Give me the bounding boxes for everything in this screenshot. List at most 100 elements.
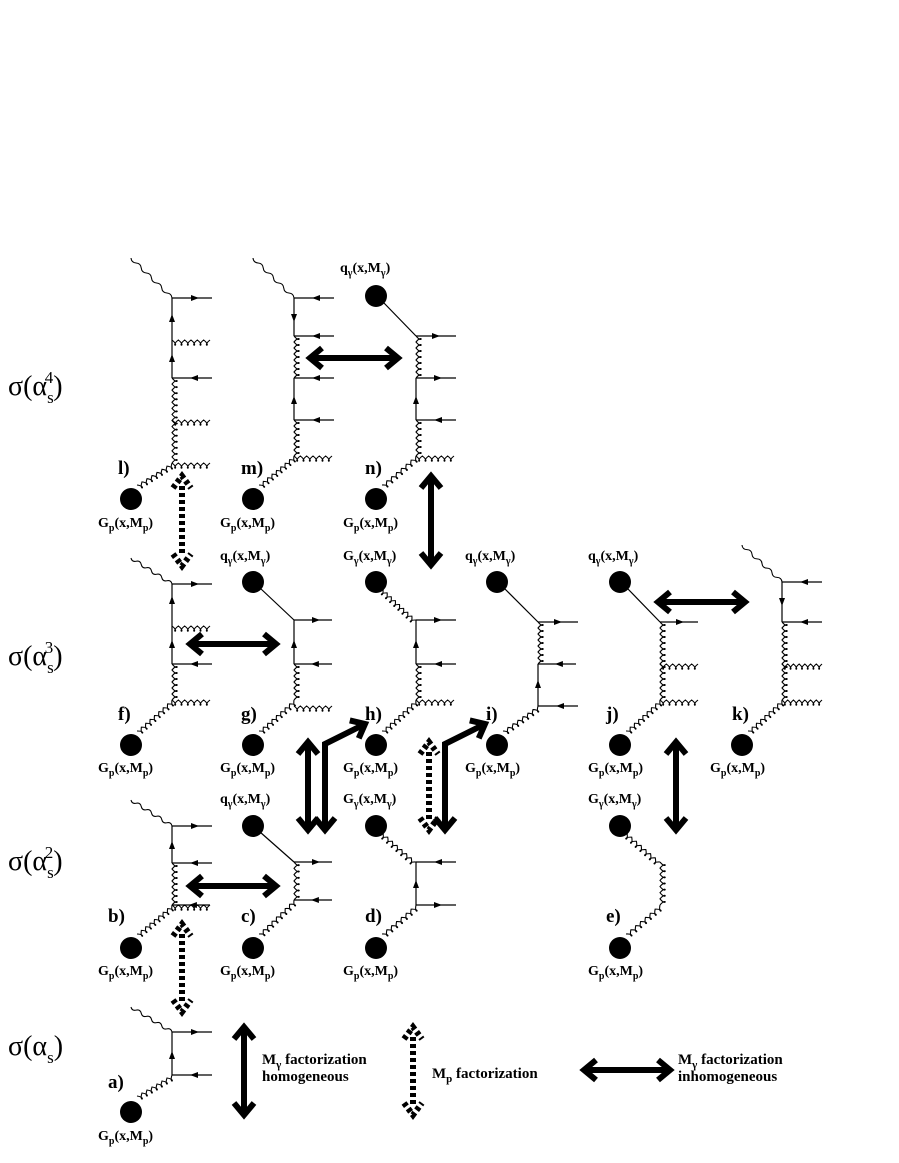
diagram-label: a)	[108, 1072, 124, 1093]
pdf-label: Gp(x,Mp)	[98, 1129, 153, 1147]
diagram-label: h)	[365, 704, 382, 725]
arrow-head	[312, 816, 338, 835]
fermion-arrow	[190, 375, 198, 381]
gluon-line	[293, 455, 333, 462]
fermion-arrow	[191, 823, 199, 829]
pdf-label: Gp(x,Mp)	[98, 964, 153, 982]
order-label: σ(αs4)	[8, 368, 63, 407]
pdf-blob	[365, 285, 387, 307]
fermion-arrow	[190, 860, 198, 866]
diagram-label: l)	[118, 458, 130, 479]
pdf-label: qγ(x,Mγ)	[588, 549, 639, 567]
gluon-line	[293, 335, 300, 379]
fermion-arrow	[291, 640, 297, 648]
pdf-blob	[120, 488, 142, 510]
fermion-arrow	[310, 661, 319, 667]
fermion-arrow	[312, 417, 320, 423]
diagram-label: m)	[241, 458, 263, 479]
pdf-blob	[365, 815, 387, 837]
arrow-head	[185, 873, 204, 899]
arrow-head	[231, 1022, 257, 1041]
pdf-label: Gγ(x,Mγ)	[343, 792, 397, 810]
fermion-arrow	[190, 1072, 198, 1078]
feynman-diagrams: Gp(x,Mp)a)Gp(x,Mp)b)Gp(x,Mp)c)qγ(x,Mγ)Gp…	[98, 257, 823, 1147]
pdf-label: qγ(x,Mγ)	[220, 792, 271, 810]
arrow-head	[417, 737, 441, 756]
pdf-label: Gp(x,Mp)	[343, 516, 398, 534]
bent-arrow-shaft	[442, 721, 487, 830]
gluon-line	[171, 625, 211, 632]
fermion-arrow	[169, 596, 175, 604]
gluon-line	[171, 904, 211, 911]
pdf-blob	[731, 734, 753, 756]
fermion-arrow	[556, 703, 564, 709]
gluon-line	[171, 339, 211, 346]
gluon-line	[415, 699, 455, 706]
legend-mp: Mp factorization	[432, 1066, 538, 1085]
fermion-arrow	[191, 581, 199, 587]
diagram-label: e)	[606, 906, 621, 927]
fermion-arrow	[413, 640, 419, 648]
pdf-blob	[609, 815, 631, 837]
legend-homogeneous-line2: homogeneous	[262, 1069, 349, 1085]
pdf-label: Gp(x,Mp)	[220, 964, 275, 982]
pdf-blob	[486, 734, 508, 756]
pdf-label: Gp(x,Mp)	[98, 516, 153, 534]
arrow-head	[653, 589, 672, 615]
gluon-line	[381, 699, 419, 734]
fermion-line	[259, 831, 295, 863]
arrow-head	[656, 1057, 675, 1083]
gluon-line	[381, 455, 418, 488]
arrow-head	[417, 816, 441, 835]
gluon-line	[293, 705, 333, 712]
arrow-head	[170, 471, 194, 490]
gluon-line	[136, 1074, 173, 1100]
pdf-label: Gp(x,Mp)	[343, 761, 398, 779]
fermion-arrow	[434, 661, 442, 667]
pdf-blob	[242, 488, 264, 510]
photon-line	[130, 1006, 173, 1033]
arrow-head	[663, 816, 689, 835]
gluon-line	[171, 419, 211, 426]
gluon-line	[136, 462, 173, 489]
bent-arrow-shaft	[322, 721, 367, 830]
photon-line	[130, 257, 173, 299]
pdf-label: Gp(x,Mp)	[588, 761, 643, 779]
gluon-line	[171, 699, 211, 706]
factorization-arrows	[170, 345, 750, 1120]
pdf-label: Gp(x,Mp)	[343, 964, 398, 982]
gluon-line	[625, 832, 661, 865]
pdf-label: qγ(x,Mγ)	[220, 549, 271, 567]
pdf-blob	[242, 815, 264, 837]
gluon-line	[659, 663, 699, 670]
gluon-line	[381, 832, 417, 865]
diagram-label: k)	[732, 704, 749, 725]
fermion-line	[382, 301, 417, 337]
fermion-arrow	[169, 314, 175, 322]
order-label: σ(αs3)	[8, 638, 63, 677]
fermion-arrow	[191, 1029, 199, 1035]
fermion-arrow	[554, 661, 563, 667]
diagram-label: f)	[118, 704, 131, 725]
arrow-head	[579, 1057, 598, 1083]
pdf-label: qγ(x,Mγ)	[340, 261, 391, 279]
legend-inhomogeneous-line2: inhomogeneous	[678, 1069, 777, 1085]
arrow-head	[305, 345, 324, 371]
diagram-label: c)	[241, 906, 256, 927]
pdf-label: qγ(x,Mγ)	[465, 549, 516, 567]
fermion-arrow	[434, 902, 442, 908]
pdf-blob	[609, 734, 631, 756]
fermion-line	[503, 587, 539, 623]
arrow-head	[170, 552, 194, 571]
order-label: σ(αs)	[8, 1031, 63, 1067]
photon-line	[741, 544, 783, 583]
gluon-line	[625, 699, 663, 734]
arrow-head	[170, 998, 194, 1017]
photon-line	[130, 557, 173, 585]
pdf-blob	[365, 734, 387, 756]
fermion-arrow	[291, 314, 297, 322]
gluon-line	[136, 699, 174, 734]
arrow-head	[231, 1101, 257, 1120]
pdf-label: Gp(x,Mp)	[220, 761, 275, 779]
gluon-line	[293, 861, 300, 901]
